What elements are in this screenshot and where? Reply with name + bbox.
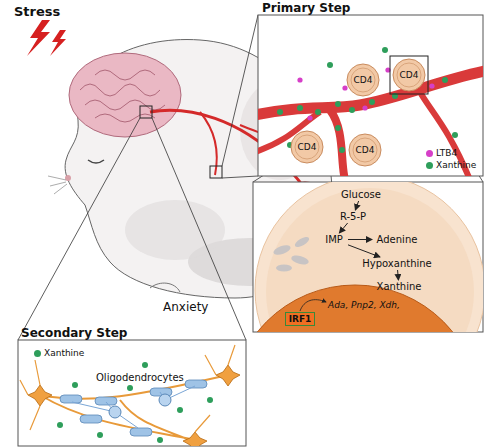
panel: Secondary Step	[18, 326, 246, 447]
leader-line	[18, 15, 483, 340]
node-text: Xanthine	[377, 281, 422, 293]
lightning-bolt	[27, 20, 50, 56]
pathway-arrow	[348, 239, 372, 240]
panel-frame	[258, 15, 483, 176]
legend-text: LTB4	[436, 148, 457, 159]
node-text: Glucose	[341, 189, 381, 201]
stress-label: Stress	[14, 4, 60, 20]
nucleus: Ada, Pnp2, Xdh, IRF1	[278, 292, 458, 332]
pathway-arrow	[397, 270, 399, 280]
node-text: Secondary Step	[21, 326, 246, 340]
node-text: CD4	[400, 70, 419, 81]
node-text: Hypoxanthine	[362, 258, 432, 270]
legend-entry: LTB4	[426, 148, 457, 159]
node-text: IRF1	[289, 314, 312, 325]
metabolite: Xanthine	[372, 280, 426, 293]
cd4-cell: CD4	[290, 130, 324, 164]
node-text: Primary Step	[262, 1, 484, 15]
node-text: CD4	[354, 75, 373, 86]
cd4-cell: CD4	[348, 133, 382, 167]
node-text: Ada, Pnp2, Xdh,	[328, 300, 458, 311]
node-text: IMP	[325, 234, 343, 246]
cd4-cell: CD4	[392, 58, 426, 92]
legend-entry: Xanthine	[426, 160, 476, 171]
transcription-factor: IRF1	[285, 312, 315, 326]
node-text: Adenine	[377, 234, 418, 246]
pathway-arrow	[339, 223, 347, 233]
node-text: CD4	[298, 142, 317, 153]
legend-swatch	[426, 162, 433, 169]
legend-swatch	[426, 150, 433, 157]
lightning-bolt	[50, 30, 66, 56]
legend-text: Xanthine	[436, 160, 476, 171]
node-text: R-5-P	[340, 211, 366, 223]
legend-swatch	[34, 350, 41, 357]
panel-frame	[18, 340, 246, 446]
metabolite: Hypoxanthine	[360, 257, 434, 270]
pathway-arrow	[348, 245, 380, 257]
legend-text: Xanthine	[44, 348, 84, 359]
metabolite: R-5-P	[332, 210, 374, 223]
legend-entry: Xanthine	[34, 348, 84, 359]
metabolite: IMP	[320, 233, 348, 246]
anxiety-label: Anxiety	[163, 300, 208, 314]
neural-tissue	[20, 345, 240, 446]
node-text: CD4	[356, 145, 375, 156]
cell-label: Oligodendrocytes	[96, 372, 184, 384]
blood-vessel	[258, 47, 483, 176]
cell	[253, 182, 483, 332]
cd4-cell: CD4	[346, 63, 380, 97]
metabolite: Adenine	[372, 233, 422, 246]
pathway-arrow	[355, 201, 358, 210]
metabolite: Glucose	[335, 188, 387, 201]
